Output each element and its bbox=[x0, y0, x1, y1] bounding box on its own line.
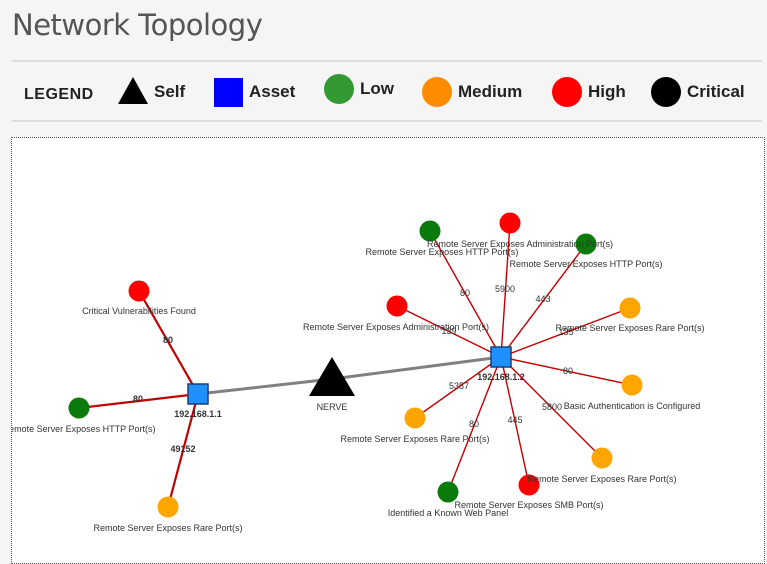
square-icon bbox=[214, 77, 243, 107]
finding-node-low[interactable] bbox=[419, 220, 441, 242]
finding-edge bbox=[500, 222, 511, 358]
port-label: 5357 bbox=[449, 381, 469, 391]
legend-label: Critical bbox=[687, 82, 745, 101]
circle-icon bbox=[422, 77, 452, 107]
finding-edge bbox=[500, 243, 587, 358]
circle-icon bbox=[552, 77, 582, 107]
links-layer bbox=[197, 355, 502, 396]
finding-node-low[interactable] bbox=[575, 233, 597, 255]
finding-node-low[interactable] bbox=[68, 397, 90, 419]
finding-label: Remote Server Exposes Rare Port(s) bbox=[93, 523, 242, 533]
legend-item-high: High bbox=[552, 76, 626, 108]
divider bbox=[12, 60, 762, 62]
finding-node-medium[interactable] bbox=[621, 374, 643, 396]
finding-node-medium[interactable] bbox=[619, 297, 641, 319]
nodes-layer bbox=[68, 212, 643, 518]
finding-label: Remote Server Exposes HTTP Port(s) bbox=[510, 259, 663, 269]
finding-edge bbox=[429, 230, 502, 358]
self-label: NERVE bbox=[317, 402, 348, 412]
port-label: 5900 bbox=[495, 284, 515, 294]
finding-label: Remote Server Exposes HTTP Port(s) bbox=[366, 247, 519, 257]
asset-node[interactable] bbox=[490, 346, 512, 368]
port-label: 80 bbox=[469, 419, 479, 429]
finding-label: Remote Server Exposes Rare Port(s) bbox=[527, 474, 676, 484]
legend-item-asset: Asset bbox=[214, 76, 295, 108]
finding-edge bbox=[500, 356, 603, 459]
legend-label: Medium bbox=[458, 82, 523, 101]
self-node[interactable] bbox=[309, 357, 355, 396]
legend-item-self: Self bbox=[118, 76, 185, 108]
edges-layer bbox=[78, 222, 633, 508]
finding-edge bbox=[500, 307, 631, 358]
port-label: 139 bbox=[441, 326, 456, 336]
finding-label: Basic Authentication is Configured bbox=[564, 401, 701, 411]
circle-icon bbox=[324, 74, 354, 104]
port-label: 443 bbox=[535, 294, 550, 304]
port-label: 80 bbox=[133, 394, 143, 404]
asset-label: 192.168.1.2 bbox=[477, 372, 525, 382]
finding-label: Remote Server Exposes Rare Port(s) bbox=[555, 323, 704, 333]
finding-edge bbox=[78, 392, 199, 410]
port-label: 5800 bbox=[542, 402, 562, 412]
finding-edge bbox=[500, 356, 633, 386]
legend-item-medium: Medium bbox=[422, 76, 522, 108]
legend-label: Self bbox=[154, 82, 186, 101]
legend: LEGEND Self Asset Low Medium High Critic… bbox=[12, 62, 762, 120]
finding-label: Remote Server Exposes Rare Port(s) bbox=[340, 434, 489, 444]
finding-edge bbox=[396, 305, 502, 358]
finding-node-low[interactable] bbox=[437, 481, 459, 503]
finding-node-medium[interactable] bbox=[157, 496, 179, 518]
divider bbox=[12, 120, 762, 122]
port-label: 80 bbox=[563, 366, 573, 376]
port-label: 80 bbox=[460, 288, 470, 298]
legend-item-low: Low bbox=[324, 73, 394, 105]
asset-node[interactable] bbox=[187, 383, 209, 405]
finding-edge bbox=[447, 356, 502, 493]
finding-label: Remote Server Exposes Administration Por… bbox=[427, 239, 613, 249]
finding-label: Remote Server Exposes HTTP Port(s) bbox=[12, 424, 155, 434]
finding-label: Remote Server Exposes Administration Por… bbox=[303, 322, 489, 332]
port-label: 80 bbox=[163, 335, 173, 345]
port-label: 135 bbox=[558, 327, 573, 337]
link-self-a1 bbox=[197, 377, 333, 396]
finding-label: Identified a Known Web Panel bbox=[388, 508, 508, 518]
triangle-icon bbox=[118, 76, 148, 104]
asset-label: 192.168.1.1 bbox=[174, 409, 222, 419]
finding-node-high[interactable] bbox=[518, 474, 540, 496]
finding-label: Remote Server Exposes SMB Port(s) bbox=[454, 500, 603, 510]
page-title: Network Topology bbox=[12, 8, 263, 42]
finding-edge bbox=[138, 290, 199, 395]
finding-node-high[interactable] bbox=[386, 295, 408, 317]
link-self-a2 bbox=[331, 355, 502, 381]
finding-node-medium[interactable] bbox=[404, 407, 426, 429]
legend-item-critical: Critical bbox=[651, 76, 745, 108]
circle-icon bbox=[651, 77, 681, 107]
finding-edge bbox=[414, 356, 502, 419]
finding-edge bbox=[166, 393, 200, 508]
finding-node-medium[interactable] bbox=[591, 447, 613, 469]
port-label: 49152 bbox=[170, 444, 195, 454]
finding-node-high[interactable] bbox=[499, 212, 521, 234]
legend-label: Asset bbox=[249, 82, 296, 101]
finding-edge bbox=[500, 356, 530, 486]
finding-node-high[interactable] bbox=[128, 280, 150, 302]
legend-label: High bbox=[588, 82, 626, 101]
legend-label: Low bbox=[360, 79, 394, 98]
legend-title: LEGEND bbox=[24, 86, 94, 103]
port-label: 445 bbox=[507, 415, 522, 425]
finding-label: Critical Vulnerabilities Found bbox=[82, 306, 196, 316]
